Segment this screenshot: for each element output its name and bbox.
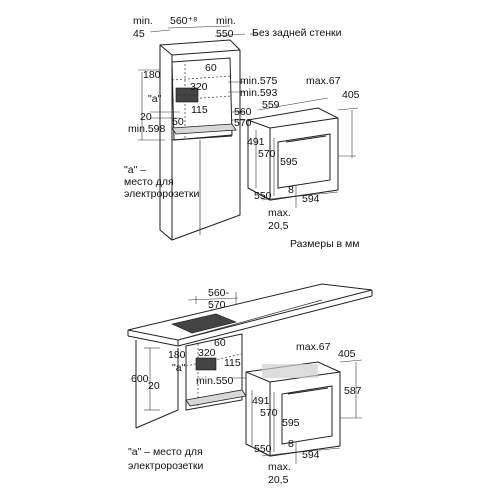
- no-back-wall-note: Без задней стенки: [252, 27, 342, 39]
- top-dim-60: 60: [205, 62, 217, 74]
- bottom-dim-180: 180: [168, 349, 186, 361]
- top-socket-note-1: "а" –: [124, 164, 146, 176]
- top-dim-20: 20: [140, 111, 152, 123]
- hob: [171, 313, 237, 334]
- top-max205-b: 20,5: [268, 220, 289, 232]
- bottom-w560: 560-: [208, 287, 230, 299]
- top-dim-595: 595: [280, 156, 298, 168]
- bottom-min550: min.550: [196, 375, 234, 387]
- bottom-dim-405: 405: [338, 348, 356, 360]
- top-dim-50: 50: [172, 116, 184, 128]
- oven-door: [277, 133, 331, 189]
- bottom-dim-600: 600: [131, 373, 149, 385]
- top-dim-550: 550: [254, 190, 272, 202]
- top-socket-note-2: место для: [124, 176, 174, 188]
- top-max205-a: max.: [268, 207, 291, 219]
- top-min45-a: min.: [133, 15, 153, 27]
- bottom-dim-587: 587: [344, 385, 362, 397]
- top-diagram: [138, 25, 359, 241]
- top-min550-b: 550: [216, 28, 234, 40]
- top-dim-115: 115: [191, 104, 208, 116]
- bottom-socket-note-1: "а" – место для: [128, 446, 203, 458]
- oven-bottom-door: [281, 385, 333, 445]
- top-dim-180: 180: [143, 69, 161, 81]
- bottom-diagram: [127, 283, 373, 464]
- bottom-max205-b: 20,5: [268, 474, 289, 486]
- top-min598: min.598: [128, 123, 166, 135]
- top-dim-320: 320: [190, 81, 208, 93]
- socket-area-bottom: [195, 357, 217, 371]
- bottom-dim-60: 60: [214, 337, 226, 349]
- bottom-dim-20: 20: [148, 380, 160, 392]
- top-min45-b: 45: [133, 28, 145, 40]
- top-dim-405: 405: [342, 89, 360, 101]
- top-a-mark: "a": [148, 93, 162, 105]
- top-dim-491: 491: [247, 136, 265, 148]
- top-width-560: 560⁺⁸: [170, 15, 198, 27]
- top-dim-570b: 570: [258, 148, 276, 160]
- top-dim-570: 570: [234, 117, 252, 129]
- bottom-max205-a: max.: [268, 461, 291, 473]
- shelf: [171, 123, 237, 135]
- top-dim-559: 559: [262, 99, 280, 111]
- bottom-dim-115: 115: [224, 357, 241, 369]
- top-min550-a: min.: [216, 15, 236, 27]
- top-labels: min. 45 560⁺⁸ min. 550 Без задней стенки…: [124, 15, 360, 250]
- top-socket-note-3: электророзетки: [124, 188, 199, 200]
- countertop: [127, 283, 373, 341]
- bottom-labels: 560- 570 60 180 320 "a" 115 600 20 min.5…: [128, 287, 362, 486]
- units-note: Размеры в мм: [290, 238, 360, 250]
- under-niche: [185, 333, 243, 411]
- bottom-dim-491: 491: [252, 395, 270, 407]
- bottom-dim-595: 595: [282, 417, 300, 429]
- top-min593: min.593: [240, 87, 278, 99]
- bottom-dim-594: 594: [302, 449, 320, 461]
- top-dim-8: 8: [288, 184, 294, 196]
- top-max67: max.67: [306, 75, 341, 87]
- bottom-dim-8: 8: [288, 438, 294, 450]
- bottom-dim-550: 550: [254, 443, 272, 455]
- bottom-max67: max.67: [296, 341, 331, 353]
- bottom-socket-note-2: электророзетки: [128, 460, 203, 472]
- bottom-a-mark: "a": [172, 362, 186, 374]
- top-min575: min.575: [240, 75, 278, 87]
- niche: [171, 57, 233, 141]
- top-dim-594: 594: [302, 193, 320, 205]
- bottom-dim-320: 320: [198, 347, 216, 359]
- bottom-dim-570: 570: [260, 407, 278, 419]
- bottom-w570: 570: [208, 299, 226, 311]
- top-dim-560: 560: [234, 106, 252, 118]
